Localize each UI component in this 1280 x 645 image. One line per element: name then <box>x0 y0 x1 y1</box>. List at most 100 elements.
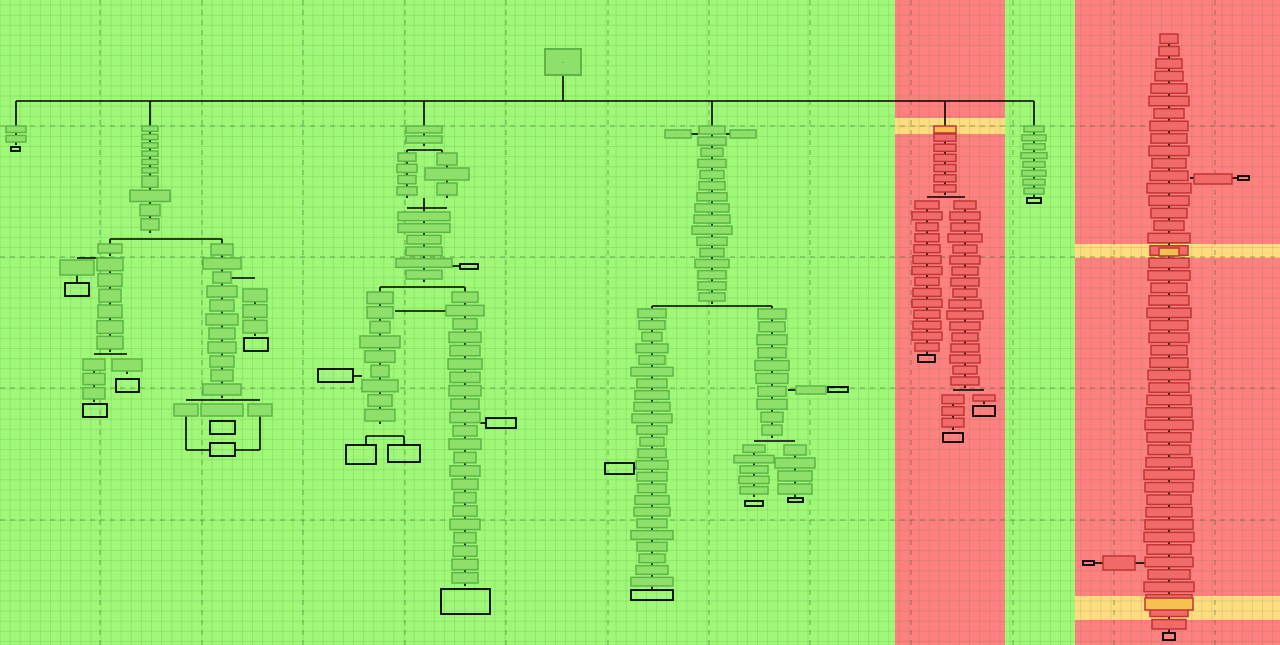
flow-node[interactable] <box>129 189 171 203</box>
flow-node[interactable] <box>1020 151 1048 160</box>
flow-node[interactable] <box>453 531 477 544</box>
flow-node[interactable] <box>697 269 727 280</box>
terminal-node[interactable] <box>1162 632 1176 641</box>
flow-node[interactable] <box>638 553 666 564</box>
flow-node[interactable] <box>207 341 237 354</box>
flow-node[interactable] <box>1150 132 1188 144</box>
flow-node[interactable] <box>914 233 940 243</box>
flow-node[interactable] <box>1148 382 1190 394</box>
flow-node[interactable] <box>1144 556 1194 568</box>
flow-node[interactable] <box>739 485 769 495</box>
flow-node[interactable] <box>1144 481 1194 493</box>
flow-node[interactable] <box>397 222 451 234</box>
flow-node[interactable] <box>757 385 787 398</box>
flow-node[interactable] <box>638 319 666 331</box>
flow-node[interactable] <box>1151 618 1187 630</box>
flow-node[interactable] <box>209 299 235 312</box>
terminal-node[interactable] <box>243 337 269 352</box>
flow-node[interactable] <box>396 186 418 196</box>
flow-node[interactable] <box>1146 431 1192 443</box>
flow-node[interactable] <box>359 335 401 349</box>
flow-node[interactable] <box>952 288 978 298</box>
flow-node[interactable] <box>756 334 788 346</box>
flow-node[interactable] <box>949 321 981 331</box>
flow-node[interactable] <box>694 203 730 213</box>
flow-node[interactable] <box>1150 344 1188 356</box>
flow-node[interactable] <box>911 265 943 276</box>
flow-node[interactable] <box>911 298 943 309</box>
flow-node[interactable] <box>405 125 443 134</box>
flow-node[interactable] <box>453 451 477 464</box>
flow-node[interactable] <box>206 285 238 298</box>
flow-node[interactable] <box>914 200 940 210</box>
flow-node[interactable] <box>242 288 268 303</box>
flow-node[interactable] <box>405 269 443 280</box>
flow-node[interactable] <box>933 153 957 163</box>
flow-node[interactable] <box>757 346 787 359</box>
flow-node[interactable] <box>941 405 965 417</box>
root-node[interactable] <box>544 48 582 76</box>
flow-node[interactable] <box>1147 232 1191 244</box>
flow-node[interactable] <box>1022 178 1046 186</box>
terminal-node[interactable] <box>115 378 140 393</box>
terminal-node[interactable] <box>630 589 674 601</box>
flow-node[interactable] <box>1149 120 1189 132</box>
flow-node[interactable] <box>777 483 813 495</box>
flow-node[interactable] <box>1193 173 1233 185</box>
flow-node[interactable] <box>635 459 669 471</box>
flow-node[interactable] <box>1022 160 1046 169</box>
flow-node[interactable] <box>636 541 668 552</box>
flow-node[interactable] <box>1149 319 1189 331</box>
flow-node[interactable] <box>1143 531 1195 543</box>
flow-node[interactable] <box>953 200 977 210</box>
flow-node[interactable] <box>933 173 957 183</box>
flow-node[interactable] <box>1148 332 1190 344</box>
flow-node[interactable] <box>757 308 787 320</box>
flow-node[interactable] <box>949 354 981 364</box>
flow-node[interactable] <box>397 174 417 185</box>
terminal-node[interactable] <box>387 444 421 463</box>
terminal-node[interactable] <box>459 263 479 270</box>
terminal-node[interactable] <box>317 368 354 383</box>
terminal-node[interactable] <box>64 282 90 297</box>
flow-node[interactable] <box>1153 108 1185 119</box>
flow-node[interactable] <box>449 411 481 424</box>
flow-node[interactable] <box>1102 555 1136 571</box>
flow-node[interactable] <box>82 386 106 400</box>
flow-node[interactable] <box>691 225 733 235</box>
flow-node[interactable] <box>1022 143 1046 151</box>
flow-node[interactable] <box>1146 544 1192 556</box>
flow-node[interactable] <box>630 576 674 587</box>
flow-node[interactable] <box>1021 169 1047 177</box>
flow-node[interactable] <box>97 272 123 288</box>
flow-node[interactable] <box>913 309 941 319</box>
flow-node[interactable] <box>636 378 668 389</box>
flow-node[interactable] <box>698 180 726 191</box>
flow-node[interactable] <box>952 365 978 375</box>
flow-node[interactable] <box>450 398 480 411</box>
terminal-node[interactable] <box>744 500 764 507</box>
flow-node[interactable] <box>1145 407 1193 418</box>
flow-node[interactable] <box>915 222 939 232</box>
flow-node[interactable] <box>774 457 816 469</box>
flow-node[interactable] <box>664 129 692 139</box>
flow-node[interactable] <box>950 343 980 353</box>
flow-node[interactable] <box>436 152 458 166</box>
flow-node[interactable] <box>96 319 124 335</box>
flow-node[interactable] <box>761 424 783 436</box>
flow-node[interactable] <box>795 385 827 395</box>
flow-node[interactable] <box>641 331 663 342</box>
flow-node[interactable] <box>5 125 27 134</box>
flow-node[interactable] <box>366 291 394 305</box>
flow-node[interactable] <box>96 335 124 350</box>
flow-node[interactable] <box>447 358 483 370</box>
flow-node[interactable] <box>173 403 199 417</box>
flow-node[interactable] <box>1147 269 1191 281</box>
flow-node[interactable] <box>242 319 268 334</box>
flow-node[interactable] <box>756 398 788 410</box>
flow-node[interactable] <box>1147 369 1191 381</box>
terminal-node[interactable] <box>1237 175 1250 181</box>
flow-node[interactable] <box>405 135 443 144</box>
flow-node[interactable] <box>1154 70 1184 82</box>
flow-node[interactable] <box>209 355 235 368</box>
